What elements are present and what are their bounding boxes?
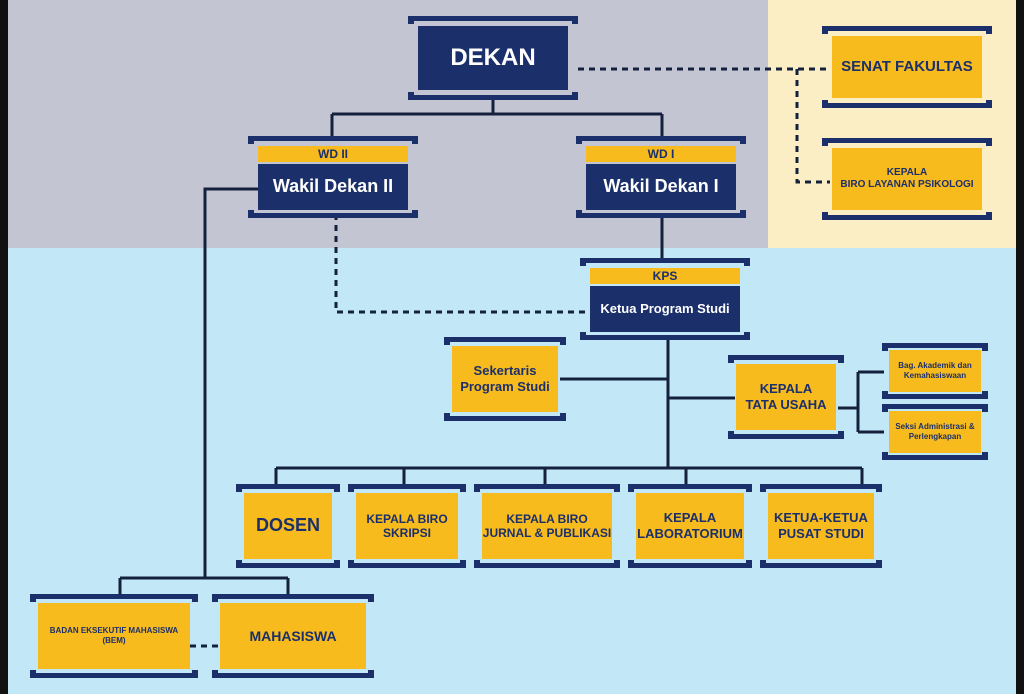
- dashed-senat-psikologi: [795, 69, 830, 184]
- dosen-frame: [236, 484, 340, 568]
- wd1-box: Wakil Dekan I: [586, 164, 736, 210]
- dashed-wd2-kps: [334, 214, 588, 314]
- pusat-box: KETUA-KETUA PUSAT STUDI: [768, 493, 874, 559]
- connector-dekan-wd: [330, 96, 664, 140]
- bem-box: BADAN EKSEKUTIF MAHASISWA (BEM): [38, 603, 190, 669]
- senat-label: SENAT FAKULTAS: [841, 58, 973, 75]
- pusat-label: KETUA-KETUA PUSAT STUDI: [774, 510, 868, 541]
- bem-frame: [30, 594, 198, 678]
- pusat-frame: [760, 484, 882, 568]
- dosen-box: DOSEN: [244, 493, 332, 559]
- jurnal-box: KEPALA BIRO JURNAL & PUBLIKASI: [482, 493, 612, 559]
- kps-tag-box: KPS: [590, 268, 740, 284]
- wd1-tag: WD I: [647, 146, 675, 161]
- administrasi-box: Seksi Administrasi & Perlengkapan: [889, 411, 981, 453]
- sekretaris-label: Sekertaris Program Studi: [460, 363, 550, 394]
- administrasi-frame: [882, 404, 988, 460]
- wd1-frame: [576, 136, 746, 218]
- wd2-title: Wakil Dekan II: [272, 176, 394, 197]
- dosen-label: DOSEN: [255, 515, 320, 536]
- wd2-frame: [248, 136, 418, 218]
- kps-frame: [580, 258, 750, 340]
- connector-bottom-row: [274, 466, 864, 488]
- jurnal-frame: [474, 484, 620, 568]
- kps-box: Ketua Program Studi: [590, 286, 740, 332]
- administrasi-label: Seksi Administrasi & Perlengkapan: [895, 422, 975, 441]
- psikologi-frame: [822, 138, 992, 220]
- akademik-label: Bag. Akademik dan Kemahasiswaan: [898, 361, 972, 380]
- psikologi-label: KEPALA BIRO LAYANAN PSIKOLOGI: [840, 167, 974, 190]
- jurnal-label: KEPALA BIRO JURNAL & PUBLIKASI: [482, 511, 612, 540]
- tata-usaha-box: KEPALA TATA USAHA: [736, 364, 836, 430]
- mahasiswa-box: MAHASISWA: [220, 603, 366, 669]
- kps-tag: KPS: [652, 268, 678, 283]
- lab-frame: [628, 484, 752, 568]
- wd2-box: Wakil Dekan II: [258, 164, 408, 210]
- bem-label: BADAN EKSEKUTIF MAHASISWA (BEM): [49, 626, 179, 645]
- skripsi-box: KEPALA BIRO SKRIPSI: [356, 493, 458, 559]
- sekretaris-box: Sekertaris Program Studi: [452, 346, 558, 412]
- wd2-tag: WD II: [318, 146, 348, 161]
- connector-tu-branch: [838, 370, 884, 434]
- dekan-frame: [408, 16, 578, 100]
- tata-usaha-frame: [728, 355, 844, 439]
- skripsi-label: KEPALA BIRO SKRIPSI: [366, 511, 448, 540]
- dekan-box: DEKAN: [418, 26, 568, 90]
- tata-usaha-label: KEPALA TATA USAHA: [745, 381, 827, 412]
- lab-label: KEPALA LABORATORIUM: [637, 510, 743, 541]
- senat-frame: [822, 26, 992, 108]
- mahasiswa-label: MAHASISWA: [249, 627, 337, 644]
- akademik-box: Bag. Akademik dan Kemahasiswaan: [889, 350, 981, 392]
- wd1-tag-box: WD I: [586, 146, 736, 162]
- wd1-title: Wakil Dekan I: [603, 176, 719, 197]
- skripsi-frame: [348, 484, 466, 568]
- dekan-label: DEKAN: [450, 43, 536, 71]
- lab-box: KEPALA LABORATORIUM: [636, 493, 744, 559]
- akademik-frame: [882, 343, 988, 399]
- kps-title: Ketua Program Studi: [600, 301, 730, 317]
- psikologi-box: KEPALA BIRO LAYANAN PSIKOLOGI: [832, 148, 982, 210]
- sekretaris-frame: [444, 337, 566, 421]
- senat-box: SENAT FAKULTAS: [832, 36, 982, 98]
- mahasiswa-frame: [212, 594, 374, 678]
- wd2-tag-box: WD II: [258, 146, 408, 162]
- connector-wd2-students: [118, 187, 290, 598]
